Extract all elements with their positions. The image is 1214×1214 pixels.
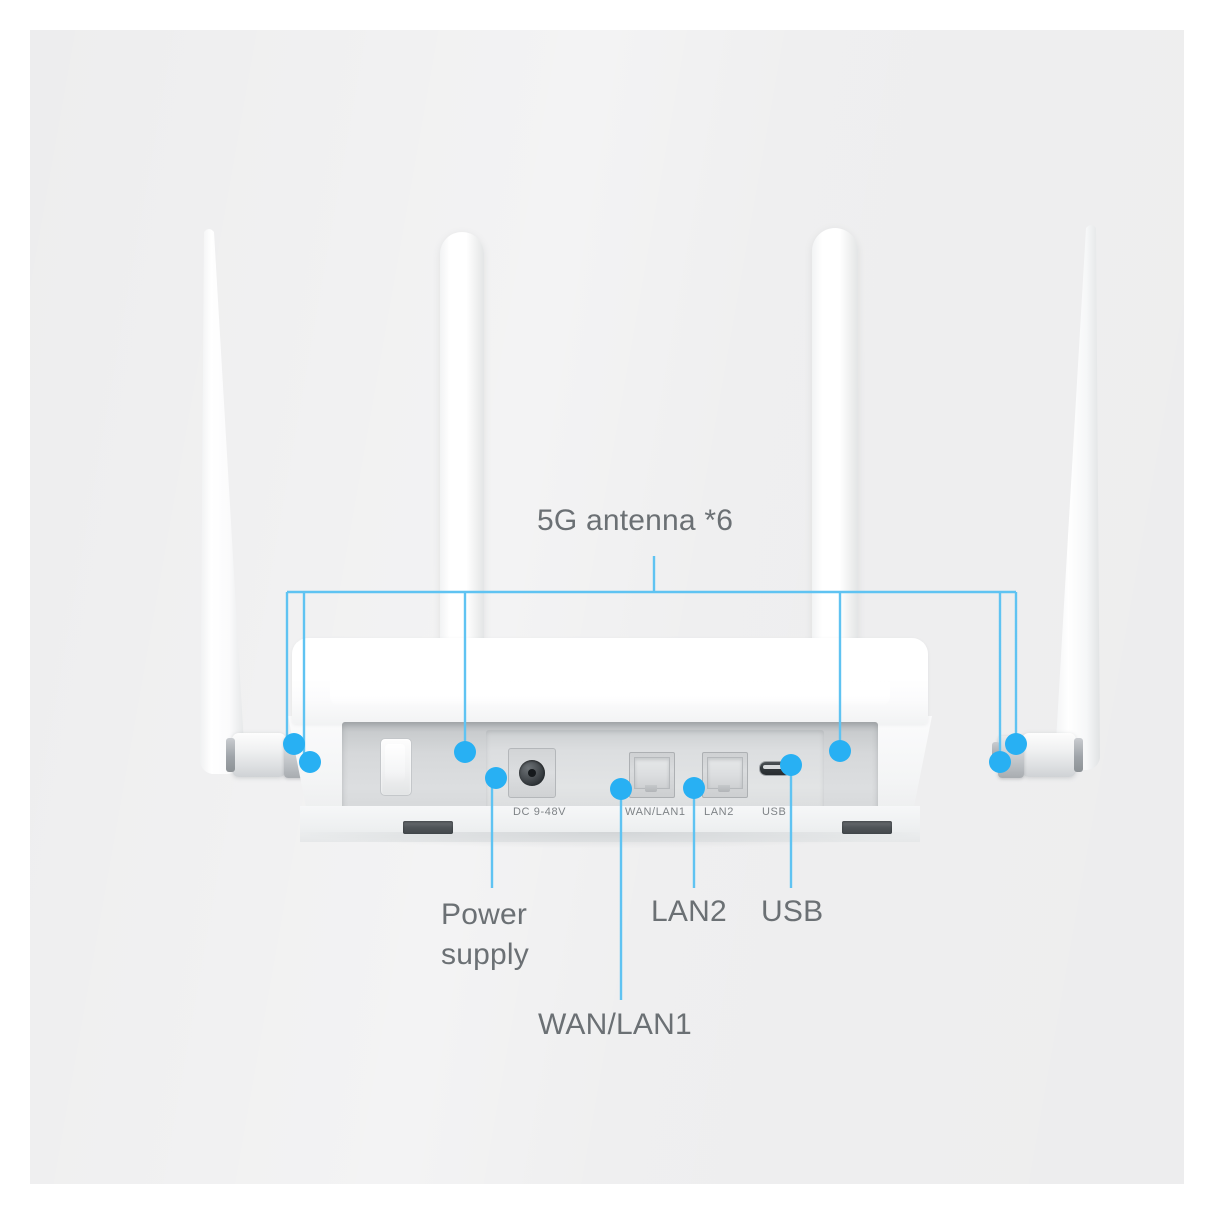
callout-label-power-line2: supply [441,937,529,971]
callout-label-wan-lan1: WAN/LAN1 [538,1008,692,1041]
antenna-hinge-barrel-right [1022,733,1076,777]
antenna-hinge-ring-right [1074,738,1083,772]
antenna-hinge-ring-left [226,738,235,772]
callout-label-power-supply: Power supply [441,895,611,974]
contact-shadow [300,832,920,848]
callout-label-lan2: LAN2 [651,895,727,928]
usb-port-tongue [763,765,785,769]
vent-slot-left [403,821,453,834]
chassis-highlight-band [330,672,890,706]
photo-plate [30,30,1184,1184]
rj45-port-lan2-mouth [707,757,743,789]
antenna-hinge-collar-right [998,736,1024,778]
rocker-switch-tab[interactable] [385,744,405,784]
callout-label-power-line1: Power [441,898,528,931]
silkscreen-label-dc: DC 9-48V [513,806,567,818]
antenna-hinge-barrel-left [232,733,286,777]
silkscreen-label-usb: USB [762,806,787,818]
rj45-port-lan2-notch [718,785,730,792]
silkscreen-label-lan2: LAN2 [704,806,734,818]
dc-jack-pin [528,769,536,777]
silkscreen-label-wan-lan1: WAN/LAN1 [625,806,686,818]
callout-label-usb: USB [761,895,824,928]
rj45-port-wan-lan1-notch [645,785,657,792]
antenna-outer-right [1055,225,1100,770]
antenna-outer-left [200,229,245,774]
callout-label-antenna: 5G antenna *6 [537,504,734,537]
antenna-hinge-pin-right [992,742,1000,770]
vent-slot-right [842,821,892,834]
